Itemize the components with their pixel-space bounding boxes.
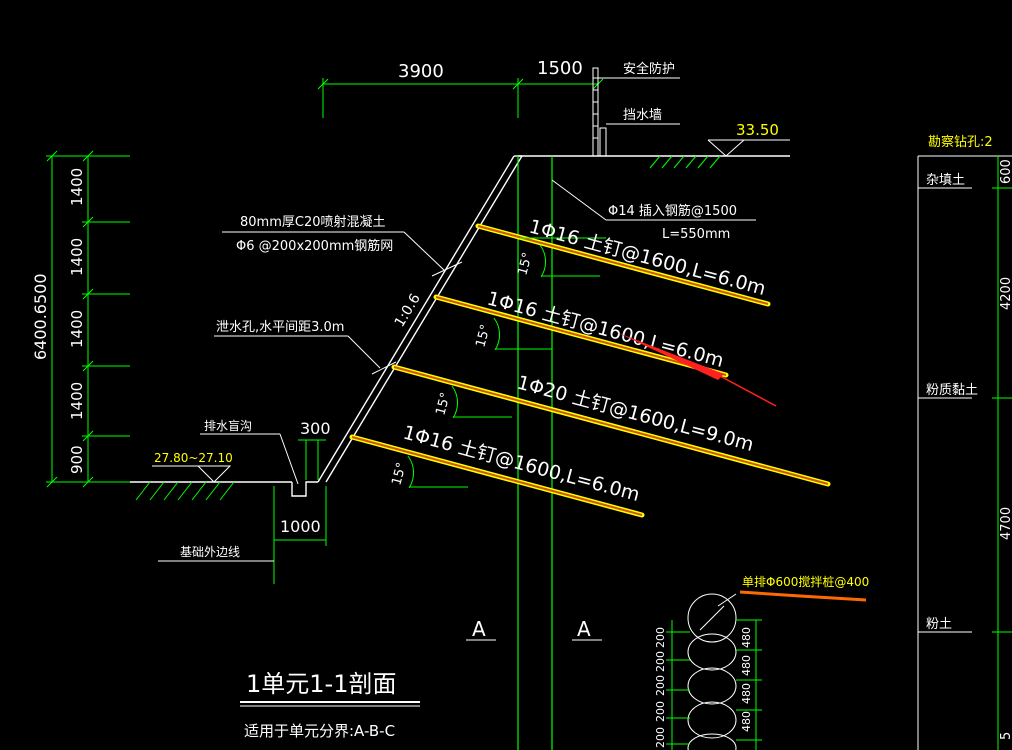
anchor-4-label: 1Φ16 土钉@1600,L=6.0m	[401, 422, 642, 506]
label-drain-ditch: 排水盲沟	[204, 418, 252, 433]
section-a-right: A	[577, 617, 591, 641]
pile-dim-left-1: 200	[654, 627, 667, 648]
dim-left-total: 6400.6500	[31, 273, 50, 360]
label-safety: 安全防护	[623, 61, 675, 77]
pile-note-underline	[739, 590, 867, 602]
pile-note: 单排Φ600搅拌桩@400	[742, 574, 869, 589]
safety-fence	[592, 67, 607, 157]
dim-left-900: 900	[68, 445, 86, 474]
anchor-3-label: 1Φ20 土钉@1600,L=9.0m	[515, 372, 756, 456]
anchor-3	[391, 364, 831, 487]
shotcrete-leader	[222, 231, 463, 277]
label-drain-hole: 泄水孔,水平间距3.0m	[216, 320, 344, 335]
dim-left-1400-d: 1400	[68, 382, 86, 420]
label-rebar-length: L=550mm	[662, 227, 730, 242]
dim-1000-lines	[273, 486, 327, 584]
pile-dim-left-5: 200	[654, 727, 667, 748]
pile-dim-right-1: 480	[740, 627, 753, 648]
pile-dim-lines	[666, 619, 762, 750]
borehole-layer-1: 杂填土	[926, 173, 965, 188]
drain-hole-leader	[214, 335, 397, 375]
drawing-subtitle: 适用于单元分界:A-B-C	[244, 722, 395, 740]
pile-dim-right-2: 480	[740, 655, 753, 676]
borehole-depth-2: 4200	[999, 277, 1012, 310]
dim-left-1400-a: 1400	[68, 168, 86, 206]
anchor-1-angle: 15°	[515, 251, 535, 277]
dim-1500: 1500	[537, 58, 583, 79]
pile-dim-left-4: 200	[654, 701, 667, 722]
anchor-2-label: 1Φ16 土钉@1600,L=6.0m	[485, 288, 726, 372]
label-rebar-insert: Φ14 插入钢筋@1500	[608, 203, 737, 219]
rebar-leader	[551, 179, 756, 221]
elev-top: 33.50	[736, 121, 779, 139]
borehole-depth-3: 4700	[999, 507, 1012, 540]
dim-1000: 1000	[280, 517, 321, 536]
top-dimension	[317, 78, 604, 118]
slope-ratio: 1:0.6	[392, 291, 424, 330]
dim-300: 300	[300, 419, 331, 438]
borehole-layer-3: 粉土	[926, 617, 952, 632]
elev-bottom: 27.80~27.10	[154, 451, 233, 465]
anchor-4	[349, 434, 645, 518]
center-lines	[517, 156, 553, 750]
red-arrow	[616, 332, 777, 407]
label-mesh: Φ6 @200x200mm钢筋网	[236, 238, 393, 254]
label-leaders-top	[598, 77, 680, 125]
top-ground	[518, 139, 790, 169]
dim-left-1400-c: 1400	[68, 310, 86, 348]
pile-group	[687, 593, 737, 750]
label-shotcrete: 80mm厚C20喷射混凝土	[240, 214, 386, 230]
pile-dim-right-3: 480	[740, 683, 753, 704]
label-foundation-line: 基础外边线	[180, 545, 240, 559]
anchor-2-angle: 15°	[473, 323, 493, 349]
borehole-column	[917, 155, 1012, 750]
anchor-4-angle: 15°	[389, 461, 409, 487]
ditch-leader	[200, 433, 299, 485]
pile-dim-left-3: 200	[654, 675, 667, 696]
left-dimension	[46, 150, 130, 488]
dim-3900: 3900	[398, 61, 444, 82]
pile-dim-right-4: 480	[740, 711, 753, 732]
dim-300-lines	[298, 439, 326, 480]
anchor-1-label: 1Φ16 土钉@1600,L=6.0m	[527, 216, 768, 300]
dim-left-1400-b: 1400	[68, 238, 86, 276]
pile-note-leader	[717, 593, 737, 607]
anchor-3-angle: 15°	[433, 391, 453, 417]
section-a-left: A	[472, 617, 486, 641]
borehole-depth-1: 600	[999, 159, 1012, 184]
label-retaining-wall: 挡水墙	[623, 108, 662, 123]
bottom-ground	[130, 465, 318, 501]
anchor-1	[475, 223, 771, 307]
borehole-title: 勘察钻孔:2	[928, 135, 993, 150]
borehole-layer-2: 粉质黏土	[926, 382, 978, 398]
borehole-dims	[992, 156, 1012, 750]
borehole-depth-4: 5	[999, 732, 1012, 740]
drawing-title: 1单元1-1剖面	[246, 670, 396, 698]
anchor-2	[433, 294, 729, 378]
pile-dim-left-2: 200	[654, 651, 667, 672]
